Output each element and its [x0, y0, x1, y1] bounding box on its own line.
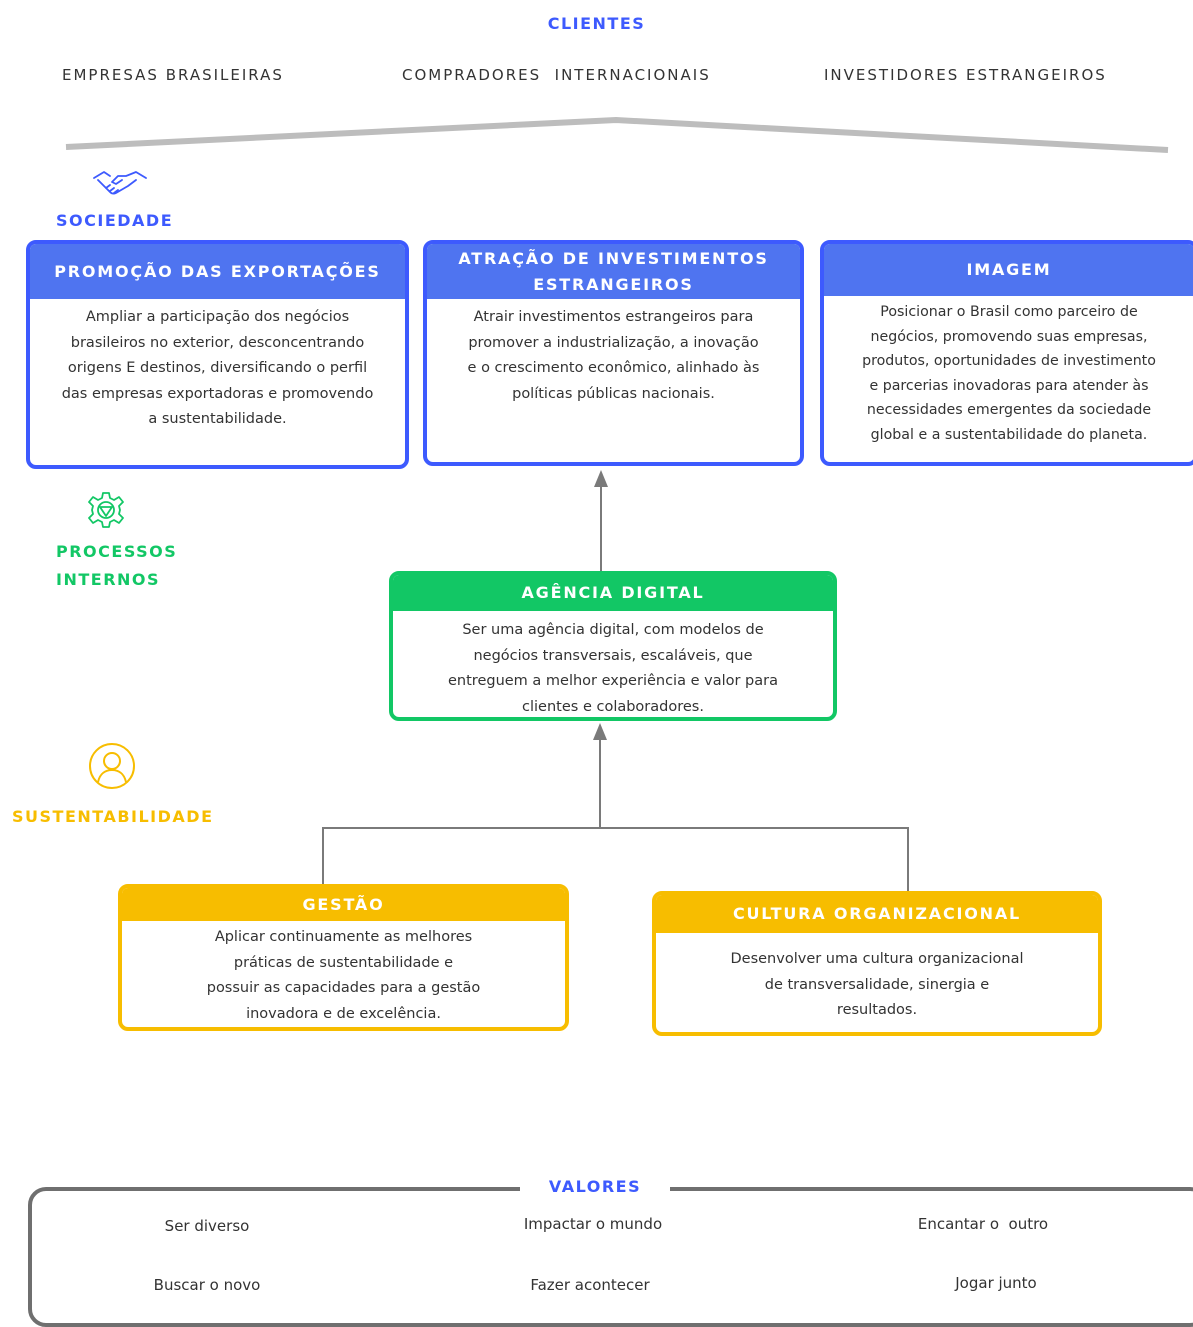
valores-frame: [28, 1187, 1193, 1327]
text-line: entreguem a melhor experiência e valor p…: [448, 673, 778, 689]
arrowhead-to-agencia: [593, 723, 607, 740]
client-investidores-estrangeiros: INVESTIDORES ESTRANGEIROS: [824, 66, 1107, 84]
text-line: Atrair investimentos estrangeiros para: [473, 309, 754, 325]
client-empresas-brasileiras: EMPRESAS BRASILEIRAS: [62, 66, 284, 84]
box-title: AGÊNCIA DIGITAL: [393, 575, 833, 611]
box-title: CULTURA ORGANIZACIONAL: [656, 895, 1098, 933]
text-line: e parcerias inovadoras para atender às: [869, 377, 1149, 394]
text-line: clientes e colaboradores.: [522, 698, 704, 715]
box-body: Posicionar o Brasil como parceiro de neg…: [824, 296, 1193, 447]
text-line: negócios, promovendo suas empresas,: [870, 328, 1148, 345]
box-title: IMAGEM: [824, 244, 1193, 296]
text-line: e o crescimento econômico, alinhado às: [467, 360, 760, 376]
box-gestao: GESTÃO Aplicar continuamente as melhores…: [118, 884, 569, 1031]
box-body: Ser uma agência digital, com modelos de …: [393, 611, 833, 717]
box-title: ATRAÇÃO DE INVESTIMENTOS ESTRANGEIROS: [427, 244, 800, 299]
text-line: necessidades emergentes da sociedade: [866, 402, 1152, 418]
text-line: produtos, oportunidades de investimento: [862, 353, 1156, 369]
text-line: resultados.: [836, 1002, 918, 1018]
text-line: possuir as capacidades para a gestão: [206, 980, 481, 996]
valor-ser-diverso: Ser diverso: [164, 1217, 250, 1235]
client-compradores-internacionais: COMPRADORES INTERNACIONAIS: [402, 66, 711, 84]
box-body: Atrair investimentos estrangeiros para p…: [427, 299, 800, 407]
text-line: Ser uma agência digital, com modelos de: [462, 622, 764, 638]
arrowhead-to-atracao: [594, 470, 608, 487]
box-promocao-exportacoes: PROMOÇÃO DAS EXPORTAÇÕES Ampliar a parti…: [26, 240, 409, 469]
text-line: práticas de sustentabilidade e: [233, 954, 454, 971]
box-body: Aplicar continuamente as melhores prátic…: [122, 921, 565, 1027]
gear-icon: [86, 490, 126, 535]
box-body: Ampliar a participação dos negócios bras…: [30, 299, 405, 433]
text-line: negócios transversais, escaláveis, que: [473, 647, 753, 664]
text-line: de transversalidade, sinergia e: [764, 976, 990, 993]
text-line: promover a industrialização, a inovação: [468, 334, 759, 351]
text-line: Posicionar o Brasil como parceiro de: [880, 304, 1138, 320]
sociedade-label: SOCIEDADE: [56, 211, 174, 230]
processos-label: PROCESSOS INTERNOS: [56, 542, 178, 589]
text-line: Desenvolver uma cultura organizacional: [730, 951, 1024, 967]
box-body: Desenvolver uma cultura organizacional d…: [656, 933, 1098, 1024]
sustentabilidade-label: SUSTENTABILIDADE: [12, 807, 214, 826]
clients-roof-line: [65, 116, 1169, 153]
text-line: Aplicar continuamente as melhores: [214, 929, 473, 945]
valor-encantar-o-outro: Encantar o outro: [917, 1215, 1049, 1233]
person-icon: [88, 742, 136, 795]
valor-buscar-o-novo: Buscar o novo: [153, 1276, 261, 1294]
branch-line: [322, 827, 909, 891]
valores-title: VALORES: [520, 1177, 670, 1196]
box-cultura-organizacional: CULTURA ORGANIZACIONAL Desenvolver uma c…: [652, 891, 1102, 1036]
text-line: das empresas exportadoras e promovendo: [61, 385, 374, 402]
box-atracao-investimentos: ATRAÇÃO DE INVESTIMENTOS ESTRANGEIROS At…: [423, 240, 804, 466]
box-imagem: IMAGEM Posicionar o Brasil como parceiro…: [820, 240, 1193, 466]
text-line: Ampliar a participação dos negócios: [85, 309, 350, 325]
text-line: políticas públicas nacionais.: [512, 385, 715, 402]
valor-impactar-o-mundo: Impactar o mundo: [523, 1215, 663, 1233]
text-line: a sustentabilidade.: [148, 411, 287, 427]
text-line: global e a sustentabilidade do planeta.: [870, 426, 1148, 443]
valor-jogar-junto: Jogar junto: [955, 1274, 1037, 1292]
box-title: PROMOÇÃO DAS EXPORTAÇÕES: [30, 244, 405, 299]
box-agencia-digital: AGÊNCIA DIGITAL Ser uma agência digital,…: [389, 571, 837, 721]
box-title: GESTÃO: [122, 888, 565, 921]
text-line: brasileiros no exterior, desconcentrando: [70, 334, 365, 351]
clientes-title: CLIENTES: [547, 14, 646, 33]
text-line: origens E destinos, diversificando o per…: [67, 360, 368, 376]
valor-fazer-acontecer: Fazer acontecer: [530, 1276, 650, 1294]
text-line: inovadora e de excelência.: [246, 1005, 441, 1022]
handshake-icon: [92, 168, 148, 205]
